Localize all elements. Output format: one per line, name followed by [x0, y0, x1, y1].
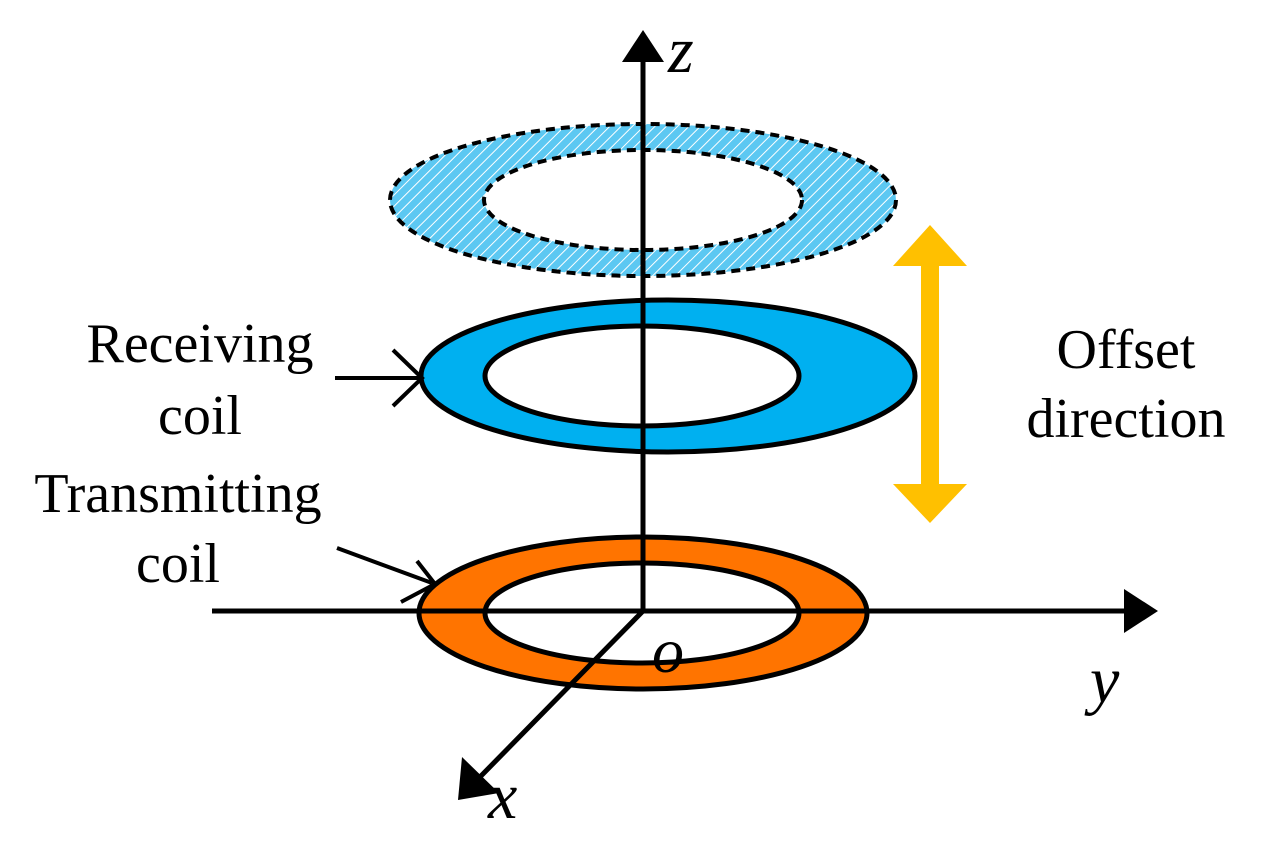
receiving-coil-ring [418, 297, 918, 455]
offset-arrow-head-down [893, 484, 967, 523]
z-axis-arrowhead [622, 30, 664, 62]
transmitting-coil-label-line1: Transmitting [34, 463, 321, 525]
transmitting-coil-label-line2: coil [136, 533, 220, 595]
origin-label: o [652, 615, 684, 686]
offset-label-line2: direction [1026, 388, 1225, 450]
y-axis-label: y [1084, 644, 1120, 717]
z-axis-label: z [667, 14, 694, 87]
y-axis-arrowhead [1124, 589, 1158, 633]
receiving-pointer-arrow [335, 348, 425, 408]
z-axis [622, 30, 664, 610]
y-axis [212, 589, 1158, 633]
offset-arrow-head-up [893, 225, 967, 266]
receiving-coil-label-line2: coil [158, 385, 242, 447]
x-axis [458, 609, 645, 800]
receiving-coil-label-line1: Receiving [86, 313, 313, 375]
transmitting-pointer-arrow [336, 546, 439, 604]
x-axis-arrowhead [458, 757, 499, 800]
receiving-coil [418, 297, 918, 455]
x-axis-label: x [487, 760, 517, 833]
offset-coil-ring [390, 124, 896, 276]
offset-label-line1: Offset [1057, 319, 1196, 381]
offset-direction-arrow [893, 225, 967, 523]
